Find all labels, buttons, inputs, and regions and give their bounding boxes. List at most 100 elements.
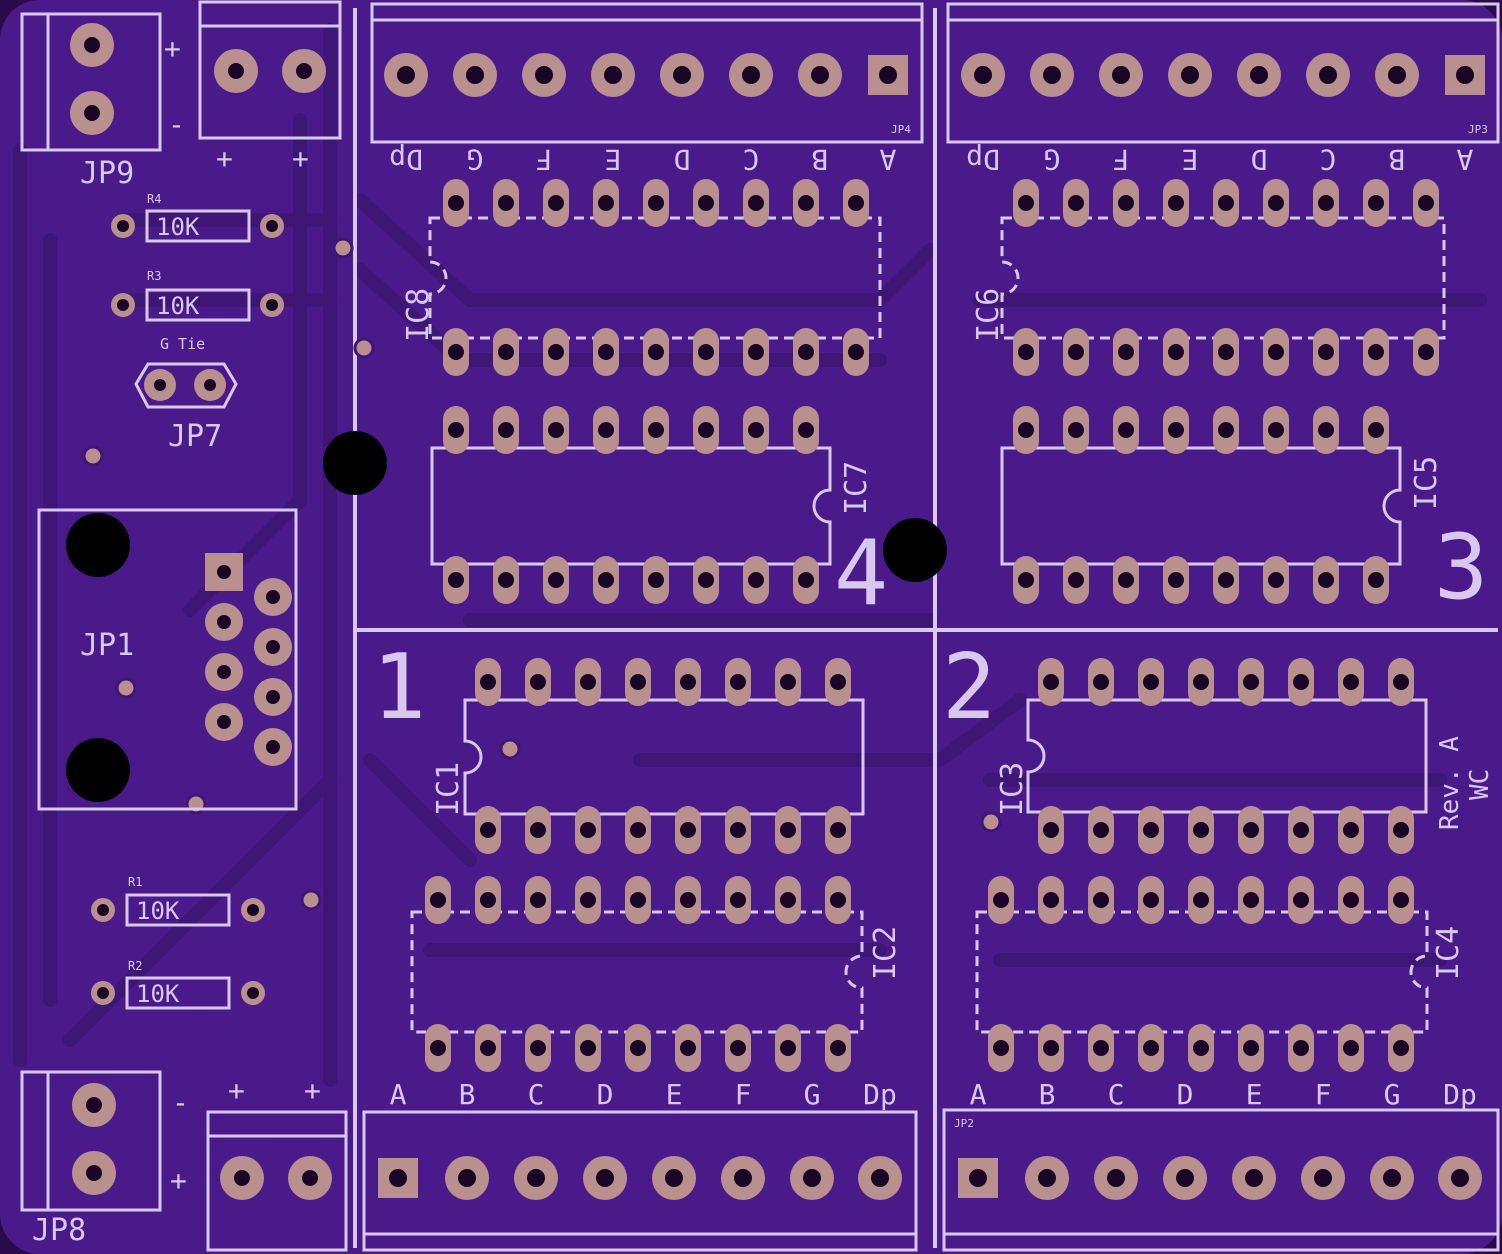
ic-pin-drill: [680, 1040, 696, 1056]
power-bottom-outline: [206, 1110, 348, 1252]
header-pad-drill: [596, 1169, 614, 1187]
ic-pin-drill: [780, 822, 796, 838]
ic-chip[interactable]: IC5: [1000, 406, 1444, 604]
ic-pin-drill: [1268, 422, 1284, 438]
resistor-r2[interactable]: R2 10K: [91, 959, 265, 1010]
ic-pin-drill: [1218, 195, 1234, 211]
jp1-pad-drill: [266, 740, 280, 754]
jp9-pad-drill: [84, 37, 100, 53]
quadrant-number-3: 3: [1434, 515, 1488, 620]
jp9-sign-minus: -: [168, 108, 185, 141]
header-pad-drill: [1245, 1169, 1263, 1187]
ic-chip[interactable]: IC4: [975, 876, 1466, 1072]
ic-chip[interactable]: IC1: [431, 658, 865, 854]
ic-pin-drill: [430, 1040, 446, 1056]
ic-outline: [975, 910, 1429, 1034]
ic-pin-drill: [598, 422, 614, 438]
resistor-r4[interactable]: R4 10K: [111, 192, 284, 243]
ic-pin-drill: [1368, 195, 1384, 211]
ic-chip[interactable]: IC8: [401, 179, 882, 376]
ic-pin-drill: [748, 422, 764, 438]
quadrant-numbers: 1 2 3 4: [372, 515, 1488, 740]
ic-pin-drill: [730, 822, 746, 838]
ic-pin-drill: [698, 422, 714, 438]
ic-pin-drill: [580, 822, 596, 838]
jp1-pad-drill: [217, 565, 231, 579]
resistor-r1[interactable]: R1 10K: [91, 875, 265, 927]
ic-pin-drill: [780, 674, 796, 690]
resistor-ref: R1: [128, 875, 142, 889]
header-pad-drill: [1250, 66, 1268, 84]
ic-pin-drill: [993, 892, 1009, 908]
ic-pin-drill: [1143, 822, 1159, 838]
ic-pin-drill: [748, 572, 764, 588]
ic-pin-drill: [1343, 892, 1359, 908]
jp8-sign-minus: -: [172, 1086, 189, 1119]
via: [980, 811, 1002, 833]
ic-chip[interactable]: IC6: [971, 179, 1446, 376]
header-outline: [946, 2, 1500, 144]
connector-power-bottom[interactable]: + +: [206, 1074, 348, 1252]
ic-pin-drill: [1068, 422, 1084, 438]
header-pad-drill: [535, 66, 553, 84]
ic-pin-drill: [630, 674, 646, 690]
jp1-pad-drill: [266, 640, 280, 654]
resistor-r3[interactable]: R3 10K: [111, 269, 284, 322]
header-pad-drill: [1181, 66, 1199, 84]
ic-pin-drill: [1218, 422, 1234, 438]
via: [332, 237, 354, 259]
power-top-pad-drill: [228, 63, 244, 79]
ic-outline: [463, 698, 865, 816]
resistor-pad-drill: [117, 299, 129, 311]
ic-pin-drill: [598, 572, 614, 588]
connector-power-top[interactable]: + +: [198, 0, 342, 175]
resistor-pad-drill: [247, 904, 259, 916]
ic-pin-drill: [598, 344, 614, 360]
ic-label: IC4: [1431, 926, 1466, 980]
ic-pin-drill: [1318, 195, 1334, 211]
ic-outline: [410, 910, 864, 1034]
header-pad-drill: [879, 66, 897, 84]
jumper-jp7[interactable]: G Tie JP7: [134, 335, 238, 454]
mounting-holes: [66, 431, 947, 802]
ic-pin-drill: [993, 1040, 1009, 1056]
ic-chip[interactable]: IC3: [995, 658, 1428, 854]
ic-pin-drill: [548, 572, 564, 588]
ic-pin-drill: [648, 572, 664, 588]
header-jp1[interactable]: JP1: [37, 508, 298, 811]
ic-pin-drill: [1418, 195, 1434, 211]
header-pad-drill: [803, 1169, 821, 1187]
ic-pin-drill: [1143, 1040, 1159, 1056]
power-bottom-pad-drill: [234, 1170, 250, 1186]
ic-chip[interactable]: IC2: [410, 876, 903, 1072]
ic-pin-drill: [1193, 822, 1209, 838]
ic-pin-drill: [630, 1040, 646, 1056]
jp7-tie-label: G Tie: [160, 335, 205, 353]
ic-pin-drill: [630, 822, 646, 838]
jp1-label: JP1: [80, 628, 134, 663]
ic-label: IC8: [401, 288, 436, 342]
resistor-value: 10K: [156, 213, 200, 241]
ic-label: IC7: [839, 461, 874, 515]
ic-chip[interactable]: IC7: [430, 406, 874, 604]
ic-pin-drill: [480, 1040, 496, 1056]
power-bottom-sign-plus: +: [228, 1074, 245, 1107]
header-pad-drill: [1319, 66, 1337, 84]
ic-pin-drill: [1218, 344, 1234, 360]
connector-jp8[interactable]: JP8 - +: [20, 1070, 189, 1248]
ic-pin-drill: [1018, 572, 1034, 588]
ic-pin-drill: [548, 195, 564, 211]
ic-pin-drill: [580, 674, 596, 690]
ic-pin-drill: [1018, 195, 1034, 211]
connector-jp9[interactable]: JP9 + -: [20, 12, 185, 191]
header-pad-drill: [871, 1169, 889, 1187]
resistor-value: 10K: [136, 980, 180, 1008]
header-pad-drill: [673, 66, 691, 84]
ic-pin-drill: [1293, 674, 1309, 690]
pin-label: E: [1246, 1078, 1263, 1111]
jp8-pad-drill: [86, 1165, 102, 1181]
